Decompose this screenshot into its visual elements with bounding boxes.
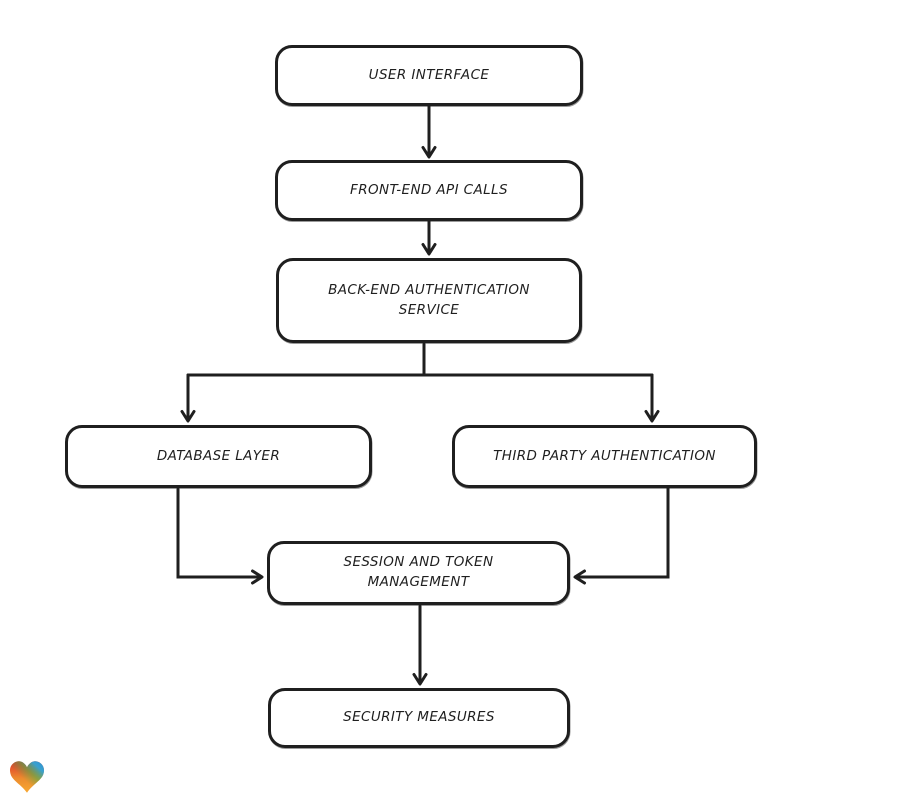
node-security-measures: SECURITY MEASURES <box>268 688 570 748</box>
node-label: SESSION AND TOKEN MANAGEMENT <box>343 554 494 590</box>
node-label: DATABASE LAYER <box>156 447 281 464</box>
node-label: USER INTERFACE <box>368 66 490 83</box>
node-label: BACK-END AUTHENTICATION SERVICE <box>328 281 530 318</box>
node-back-end-auth-service: BACK-END AUTHENTICATION SERVICE <box>276 258 582 343</box>
node-label: FRONT-END API CALLS <box>350 181 508 198</box>
edge-thirdparty-to-session-arrow <box>573 484 670 585</box>
node-label: THIRD PARTY AUTHENTICATION <box>493 447 716 464</box>
node-label: SECURITY MEASURES <box>343 709 495 726</box>
edge-database-to-session-arrow <box>176 487 264 585</box>
node-session-token-mgmt: SESSION AND TOKEN MANAGEMENT <box>267 541 570 605</box>
gradient-heart-logo-icon[interactable] <box>10 761 44 793</box>
node-database-layer: DATABASE LAYER <box>65 425 372 488</box>
node-user-interface: USER INTERFACE <box>275 45 583 106</box>
node-front-end-api-calls: FRONT-END API CALLS <box>275 160 583 221</box>
node-third-party-auth: THIRD PARTY AUTHENTICATION <box>452 425 757 488</box>
edge-backend-branch-line <box>186 342 654 377</box>
